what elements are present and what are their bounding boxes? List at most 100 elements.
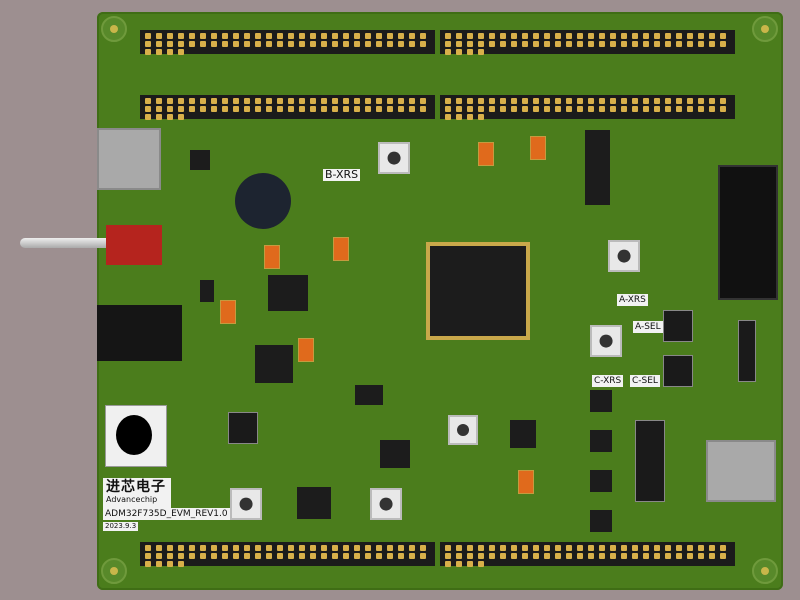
header-pin xyxy=(466,561,473,567)
dip-switch-a-sel[interactable] xyxy=(663,310,693,342)
dip-switch-c-sel[interactable] xyxy=(663,355,693,387)
header-pin xyxy=(543,553,550,559)
header-pin xyxy=(177,33,184,39)
dip-switch[interactable] xyxy=(228,412,258,444)
header-pin xyxy=(199,41,206,47)
header-pin xyxy=(587,33,594,39)
label-c-xrs: C-XRS xyxy=(592,375,624,387)
reset-button-b[interactable] xyxy=(378,142,410,174)
header-pin xyxy=(386,106,393,112)
header-pin xyxy=(653,41,660,47)
header-pin xyxy=(353,41,360,47)
header-pin xyxy=(697,33,704,39)
header-pin xyxy=(144,106,151,112)
header-pin xyxy=(155,553,162,559)
header-pin xyxy=(488,545,495,551)
header-pin xyxy=(320,33,327,39)
jtag-connector xyxy=(718,165,778,300)
header-pin xyxy=(675,545,682,551)
header-pin xyxy=(697,98,704,104)
ic xyxy=(380,440,410,468)
header-pin xyxy=(353,98,360,104)
label-b-xrs: B-XRS xyxy=(323,168,361,181)
header-pin xyxy=(719,553,726,559)
header-pin xyxy=(609,545,616,551)
header-pin xyxy=(397,98,404,104)
header-pin xyxy=(620,545,627,551)
reset-button-a[interactable] xyxy=(608,240,640,272)
header-pin xyxy=(353,553,360,559)
header-pin xyxy=(155,561,162,567)
header-pin xyxy=(587,545,594,551)
header-pin xyxy=(697,545,704,551)
header-pin xyxy=(477,41,484,47)
header-pin xyxy=(331,98,338,104)
header-pin xyxy=(532,98,539,104)
header-pin xyxy=(444,98,451,104)
header-pin xyxy=(686,41,693,47)
header-pin xyxy=(488,553,495,559)
diode xyxy=(200,280,214,302)
header-pin xyxy=(565,106,572,112)
header-pin xyxy=(532,33,539,39)
push-button-k2[interactable] xyxy=(370,488,402,520)
potentiometer-knob[interactable] xyxy=(116,415,152,455)
power-switch[interactable] xyxy=(106,225,162,265)
header-pin xyxy=(466,98,473,104)
header-pin xyxy=(309,98,316,104)
header-pin xyxy=(144,114,151,120)
header-pin xyxy=(499,98,506,104)
capacitor xyxy=(298,338,314,362)
header-pin xyxy=(375,106,382,112)
pin-header xyxy=(440,30,735,55)
header-pin xyxy=(320,553,327,559)
header-pin xyxy=(232,41,239,47)
header-pin xyxy=(466,33,473,39)
header-pin xyxy=(188,545,195,551)
header-pin xyxy=(609,98,616,104)
header-pin xyxy=(697,106,704,112)
power-switch-lever[interactable] xyxy=(20,238,112,248)
header-pin xyxy=(166,545,173,551)
usb-connector-right xyxy=(706,440,776,502)
header-pin xyxy=(375,33,382,39)
header-pin xyxy=(177,114,184,120)
header-pin xyxy=(554,106,561,112)
capacitor xyxy=(264,245,280,269)
dip-switch-group[interactable] xyxy=(635,420,665,502)
header-pin xyxy=(254,106,261,112)
header-pin xyxy=(466,545,473,551)
header-pin xyxy=(576,41,583,47)
header-pin xyxy=(298,106,305,112)
header-pin xyxy=(188,553,195,559)
header-pin xyxy=(653,98,660,104)
header-pin xyxy=(543,106,550,112)
header-pin xyxy=(177,41,184,47)
header-pin xyxy=(664,553,671,559)
header-pin xyxy=(177,98,184,104)
header-pin xyxy=(708,33,715,39)
header-pin xyxy=(254,41,261,47)
header-pin xyxy=(521,41,528,47)
header-pin xyxy=(364,33,371,39)
header-pin xyxy=(719,106,726,112)
header-pin xyxy=(144,49,151,55)
header-pin xyxy=(342,553,349,559)
header-pin xyxy=(188,41,195,47)
header-pin xyxy=(386,41,393,47)
header-pin xyxy=(499,545,506,551)
header-pin xyxy=(243,98,250,104)
reset-button-c[interactable] xyxy=(590,325,622,357)
header-pin xyxy=(554,33,561,39)
header-pin xyxy=(686,545,693,551)
push-button-k1[interactable] xyxy=(230,488,262,520)
header-pin xyxy=(199,553,206,559)
header-pin xyxy=(155,33,162,39)
header-pin xyxy=(477,553,484,559)
header-pin xyxy=(554,98,561,104)
header-pin xyxy=(408,33,415,39)
header-pin xyxy=(620,33,627,39)
pin-header xyxy=(140,30,435,55)
header-pin xyxy=(477,561,484,567)
push-button[interactable] xyxy=(448,415,478,445)
